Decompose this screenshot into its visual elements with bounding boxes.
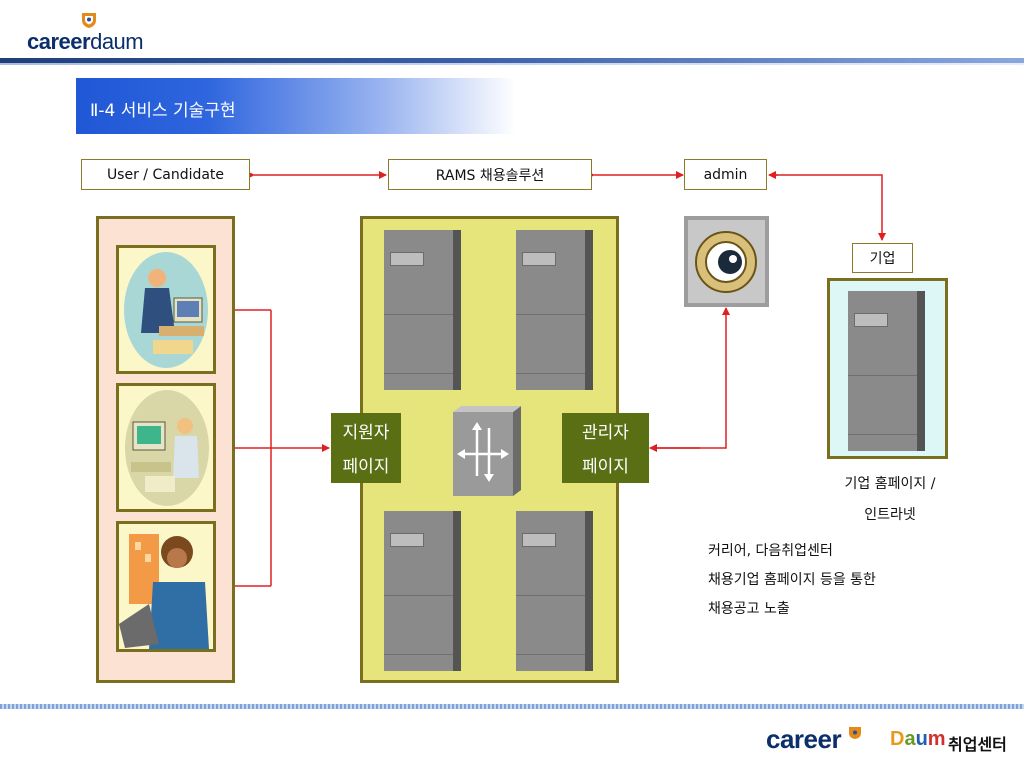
logo-career-text: career <box>27 29 91 54</box>
server-icon <box>384 230 461 390</box>
footer-career-logo: career <box>766 724 842 754</box>
logo-daum-text: daum <box>90 29 144 54</box>
node-user-candidate[interactable]: User / Candidate <box>81 159 250 190</box>
node-rams[interactable]: RAMS 채용솔루션 <box>388 159 592 190</box>
server-icon <box>516 230 593 390</box>
arrow-admin-company <box>770 174 886 241</box>
clipart-office-worker <box>116 245 216 374</box>
footer-emblem-icon <box>848 725 862 739</box>
company-caption-line1: 기업 홈페이지 / <box>844 476 936 492</box>
exposure-note: 커리어, 다음취업센터 채용기업 홈페이지 등을 통한 채용공고 노출 <box>708 537 876 624</box>
server-icon <box>848 291 925 451</box>
server-icon <box>384 511 461 671</box>
server-icon <box>516 511 593 671</box>
header-divider <box>0 58 1024 63</box>
applicant-page-line1: 지원자 <box>342 423 390 443</box>
applicant-page-button[interactable]: 지원자 페이지 <box>331 413 401 483</box>
logo-emblem-icon <box>80 11 98 29</box>
footer-daum-logo: Daum <box>890 728 946 750</box>
node-admin[interactable]: admin <box>684 159 767 190</box>
arrow-manager-admin <box>650 307 730 449</box>
admin-icon <box>684 216 769 307</box>
clipart-computer-user <box>116 383 216 512</box>
header-divider-light <box>0 63 1024 65</box>
node-company[interactable]: 기업 <box>852 243 913 273</box>
clipart-laptop-user <box>116 521 216 652</box>
company-caption: 기업 홈페이지 / 인트라넷 <box>820 470 960 530</box>
note-line3: 채용공고 노출 <box>708 601 790 617</box>
title-band <box>76 78 516 134</box>
footer-center-label: 취업센터 <box>948 735 1007 754</box>
note-line2: 채용기업 홈페이지 등을 통한 <box>708 572 876 588</box>
slide-title: Ⅱ-4 서비스 기술구현 <box>90 101 236 121</box>
company-caption-line2: 인트라넷 <box>864 507 916 523</box>
footer-divider <box>0 704 1024 709</box>
router-icon <box>453 406 521 496</box>
manager-page-button[interactable]: 관리자 페이지 <box>562 413 649 483</box>
manager-page-line2: 페이지 <box>582 457 629 477</box>
manager-page-line1: 관리자 <box>582 423 629 443</box>
logo[interactable]: careerdaum <box>27 29 144 55</box>
note-line1: 커리어, 다음취업센터 <box>708 543 833 559</box>
applicant-page-line2: 페이지 <box>342 457 390 477</box>
